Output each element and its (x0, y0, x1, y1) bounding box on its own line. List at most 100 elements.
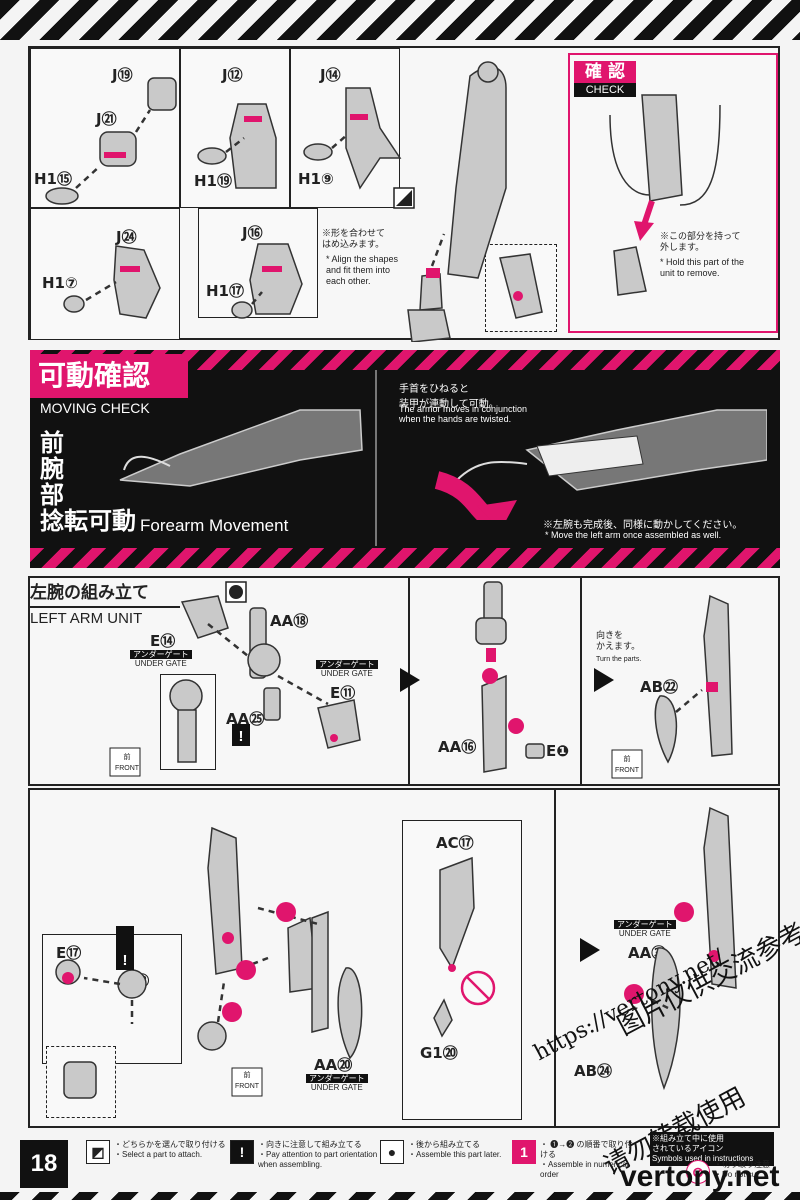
under-gate-jp-3: アンダーゲート (306, 1074, 368, 1083)
legend-symbols-en: Symbols used in instructions (652, 1154, 754, 1163)
right-arm-illustration (45, 61, 543, 342)
hazard-stripe-bottom (0, 1192, 800, 1200)
label-j19: J⑲ (112, 66, 133, 84)
turn-note-jp: 向きを かえます。 (596, 630, 641, 651)
label-g120: G1⑳ (420, 1044, 458, 1062)
check-tag: 確 認 CHECK (574, 61, 636, 97)
under-gate-en-2: UNDER GATE (320, 669, 373, 678)
front-jp-3: 前 (243, 1072, 251, 1079)
moving-check-right: 手首をひねると 装甲が連動して可動。 The armor moves in co… (375, 370, 775, 546)
forearm-illustration-right (434, 409, 767, 520)
no-cut-icon: ⊘ (686, 1160, 710, 1184)
label-h19: H1⑨ (298, 170, 334, 188)
step-box-3 (290, 48, 400, 208)
under-gate-tag-1: アンダーゲート UNDER GATE (130, 650, 192, 668)
front-icon-label-1: 前 FRONT (112, 752, 142, 774)
armor-note-jp: 手首をひねると 装甲が連動して可動。 (399, 384, 499, 410)
label-ac17: AC⑰ (436, 834, 474, 852)
legend-symbols-jp: ※組み立て中に使用 されているアイコン (652, 1134, 724, 1153)
divider-2 (580, 578, 582, 784)
align-note-en: * Align the shapes and fit them into eac… (326, 254, 399, 286)
left-arm-note-en: * Move the left arm once assembled as we… (545, 530, 722, 540)
label-j21: J㉑ (96, 110, 117, 128)
label-aa18: AA⑱ (270, 612, 309, 630)
select-icon: ◩ (86, 1140, 110, 1164)
later-icon: ● (380, 1140, 404, 1164)
label-h115: H1⑮ (34, 170, 72, 188)
moving-check-title-jp: 可動確認 (30, 354, 188, 398)
label-e11: E⑪ (330, 684, 356, 702)
label-e1: E❶ (546, 742, 569, 760)
front-jp-1: 前 (123, 754, 131, 761)
label-aa20: AA⑳ (314, 1056, 353, 1074)
check-note-en: * Hold this part of the unit to remove. (660, 257, 745, 278)
detail-box-3 (42, 934, 182, 1064)
moving-check-panel: 可動確認 MOVING CHECK 前 腕 部 捻転可動 Forearm Mov… (30, 350, 780, 568)
legend-later-jp: ・後から組み立てる (408, 1140, 480, 1149)
under-gate-en-3: UNDER GATE (310, 1083, 363, 1092)
legend-select-en: ・Select a part to attach. (114, 1150, 203, 1159)
label-aa25: AA㉕ (226, 710, 265, 728)
step-box-1 (30, 48, 180, 208)
label-j16: J⑯ (242, 224, 263, 242)
forearm-title-jp: 前 腕 部 捻転可動 (40, 429, 136, 535)
check-label-en: CHECK (574, 83, 636, 97)
attention-icon: ! (230, 1140, 254, 1164)
align-note-jp: ※形を合わせて はめ込みます。 (322, 228, 386, 249)
left-arm-illustration-2: ! (55, 806, 737, 1099)
label-e14: E⑭ (150, 632, 176, 650)
turn-note-en: Turn the parts. (596, 656, 642, 663)
under-gate-tag-2: アンダーゲート UNDER GATE (316, 660, 378, 678)
legend-no-cut-jp: ・切り取り注意 (714, 1160, 770, 1169)
front-en-2: FRONT (614, 767, 640, 774)
stripe-bottom (30, 548, 780, 568)
check-illustration (609, 94, 721, 296)
label-j14: J⑭ (320, 66, 341, 84)
under-gate-tag-3: アンダーゲート UNDER GATE (306, 1074, 368, 1092)
legend-no-cut-en: ・Do not cut (714, 1170, 759, 1179)
under-gate-en-4: UNDER GATE (618, 929, 671, 938)
under-gate-jp-4: アンダーゲート (614, 920, 676, 929)
check-note-jp: ※この部分を持って 外します。 (660, 231, 741, 252)
order-icon: 1 (512, 1140, 536, 1164)
moving-check-title-en: MOVING CHECK (40, 400, 150, 416)
check-label-jp: 確 認 (585, 62, 625, 82)
label-j24: J㉔ (116, 228, 137, 246)
label-ab22: AB㉒ (640, 678, 679, 696)
forearm-illustration-left (119, 409, 363, 487)
label-h117: H1⑰ (206, 282, 244, 300)
under-gate-tag-4: アンダーゲート UNDER GATE (614, 920, 676, 938)
front-en-3: FRONT (234, 1083, 260, 1090)
page-number: 18 (20, 1140, 68, 1188)
label-aa16: AA⑯ (438, 738, 477, 756)
legend-later-en: ・Assemble this part later. (408, 1150, 502, 1159)
legend-attention-jp: ・向きに注意して組み立てる (258, 1140, 362, 1149)
legend-select-jp: ・どちらかを選んで取り付ける (114, 1140, 226, 1149)
hazard-stripe-top (0, 0, 800, 40)
left-arm-title-jp: 左腕の組み立て (30, 583, 149, 603)
left-arm-note-jp: ※左腕も完成後、同様に動かしてください。 (543, 520, 743, 531)
under-gate-jp-2: アンダーゲート (316, 660, 378, 669)
legend-attention-en: ・Pay attention to part orientation when … (258, 1150, 378, 1169)
left-arm-panel-2 (28, 788, 780, 1128)
front-en-1: FRONT (114, 765, 140, 772)
front-jp-2: 前 (623, 756, 631, 763)
svg-text:!: ! (239, 728, 244, 745)
check-box: 確 認 CHECK ※この部分を持って 外します。 * Hold this pa… (568, 53, 778, 333)
armor-note-en: The armor moves in conjunction when the … (399, 404, 528, 424)
front-icon-label-3: 前 FRONT (232, 1070, 262, 1092)
step-box-4 (30, 208, 180, 340)
legend-order-en: ・Assemble in numerical order (540, 1160, 629, 1179)
svg-text:!: ! (123, 952, 128, 969)
watermark-brand: vertony.net (620, 1160, 780, 1193)
forearm-title-en: Forearm Movement (140, 516, 289, 535)
under-gate-en-1: UNDER GATE (134, 659, 187, 668)
label-h17: H1⑦ (42, 274, 78, 292)
left-arm-title-en: LEFT ARM UNIT (30, 606, 180, 627)
label-j12: J⑫ (222, 66, 243, 84)
stripe-top (30, 350, 780, 370)
left-arm-illustration-1: ! (109, 581, 733, 779)
label-e17: E⑰ (56, 944, 82, 962)
under-gate-jp-1: アンダーゲート (130, 650, 192, 659)
